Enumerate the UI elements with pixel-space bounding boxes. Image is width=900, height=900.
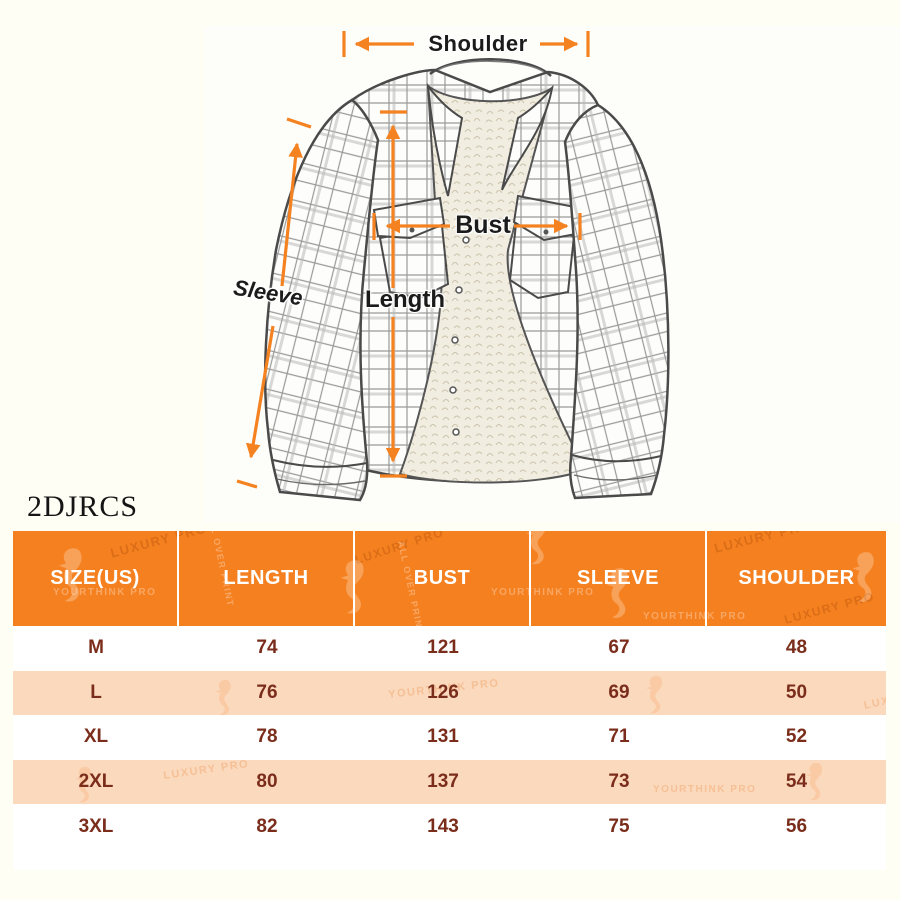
size-cell: M	[88, 637, 104, 659]
seahorse-watermark-icon	[58, 548, 82, 602]
value-cell: 54	[785, 771, 808, 793]
size-table: LUXURY PRO YOURTHINK PRO ALL OVER PRINT …	[13, 531, 886, 870]
value-cell: 69	[608, 681, 630, 703]
seahorse-watermark-icon	[606, 568, 628, 618]
shoulder-label: Shoulder	[428, 31, 528, 56]
value-cell: 80	[256, 771, 278, 793]
seahorse-watermark-icon	[806, 762, 823, 800]
shirt-illustration	[263, 58, 670, 502]
value-cell: 82	[256, 815, 278, 837]
header-cell-sleeve: SLEEVE	[531, 531, 707, 626]
value-cell: 126	[427, 681, 459, 703]
value-cell: 67	[608, 637, 630, 659]
seahorse-watermark-icon	[340, 560, 364, 614]
header-cell-length: LENGTH	[179, 531, 355, 626]
value-cell: 121	[427, 637, 459, 659]
size-table-header: LUXURY PRO YOURTHINK PRO ALL OVER PRINT …	[13, 531, 886, 626]
buttons	[449, 236, 470, 436]
seahorse-watermark-icon	[646, 675, 663, 713]
value-cell: 50	[785, 681, 808, 703]
table-row: 3XL 82 143 75 56	[13, 804, 886, 849]
header-cell-size: SIZE(US)	[13, 531, 179, 626]
size-cell: L	[90, 681, 102, 703]
value-cell: 48	[785, 637, 808, 659]
product-code: 2DJRCS	[27, 490, 139, 523]
value-cell: 52	[785, 726, 808, 748]
value-cell: 56	[785, 815, 808, 837]
header-cell-bust: BUST	[355, 531, 531, 626]
brand-watermark: YOURTHINK PRO	[491, 587, 595, 598]
value-cell: 143	[427, 815, 459, 837]
left-lapel	[426, 82, 464, 197]
value-cell: 71	[608, 726, 630, 748]
value-cell: 137	[427, 771, 459, 793]
table-row: YOURTHINK PRO LUXURY PRO L 76 126 69 50	[13, 670, 886, 716]
brand-watermark: YOURTHINK PRO	[53, 587, 157, 598]
size-cell: 2XL	[78, 771, 114, 793]
value-cell: 73	[608, 771, 630, 793]
table-row: XL 78 131 71 52	[13, 715, 886, 760]
value-cell: 78	[256, 726, 278, 748]
brand-watermark: YOURTHINK PRO	[643, 611, 747, 622]
seahorse-watermark-icon	[526, 531, 546, 565]
value-cell: 75	[608, 815, 630, 837]
seahorse-watermark-icon	[75, 766, 91, 803]
header-cell-shoulder: SHOULDER	[738, 567, 855, 589]
value-cell: 131	[427, 726, 459, 748]
size-cell: XL	[83, 726, 109, 748]
right-lapel	[501, 84, 554, 191]
size-cell: 3XL	[78, 815, 114, 837]
bust-label: Bust	[455, 211, 511, 239]
seahorse-watermark-icon	[215, 679, 231, 715]
value-cell: 74	[256, 637, 278, 659]
seahorse-watermark-icon	[852, 552, 874, 602]
length-label: Length	[365, 286, 445, 313]
brand-watermark: YOURTHINK PRO	[653, 783, 757, 795]
right-sleeve	[563, 103, 670, 500]
table-row: M 74 121 67 48	[13, 626, 886, 671]
table-row: LUXURY PRO YOURTHINK PRO 2XL 80 137 73 5…	[13, 759, 886, 805]
value-cell: 76	[256, 681, 278, 703]
